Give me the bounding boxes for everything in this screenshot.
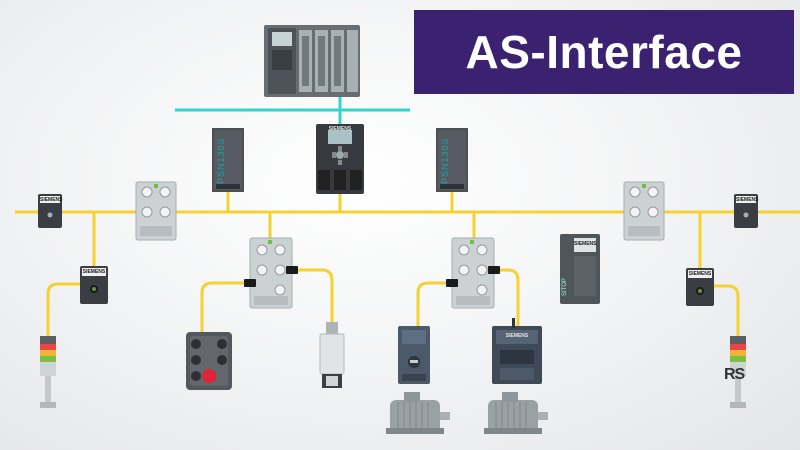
motor-left[interactable] [386,392,450,434]
starter-cable [416,281,452,330]
brand-label-master: SIEMENS [328,126,352,132]
plc-controller[interactable] [264,25,360,97]
motor-contactor[interactable] [492,318,542,384]
watermark-logo: RS [724,366,745,383]
stack-light-left[interactable] [40,336,56,408]
asi-master-module[interactable] [316,124,364,194]
title-banner: AS-Interface [414,10,794,94]
power-supply-left[interactable] [212,128,244,192]
brand-label-contactor: SIEMENS [505,333,529,339]
power-supply-right[interactable] [436,128,468,192]
push-button-station[interactable] [186,332,232,390]
brand-label-sensor-right: SIEMENS [688,271,712,277]
limit-switch[interactable] [319,322,345,388]
stacklight-left-cable [46,282,86,338]
sitop-vertical-label: SITOP [562,278,568,296]
asi-address-unit-right[interactable] [734,194,758,228]
stacklight-right-cable [708,284,740,338]
limit-switch-cable [292,268,334,328]
brand-label-bus-right: SIEMENS [736,197,759,203]
io-module-left-bus[interactable] [135,181,177,241]
asi-address-unit-left[interactable] [38,194,62,228]
contactor-cable [496,268,520,330]
motor-right[interactable] [484,392,548,434]
brand-label-sitop: SIEMENS [574,241,597,247]
pushbutton-cable [200,281,250,332]
brand-label-sensor-left: SIEMENS [82,269,106,275]
sitop-power-supply[interactable] [560,234,600,304]
sensor-module-right[interactable] [686,268,714,306]
psu-left-label: PSN130S [216,137,226,184]
brand-label-bus-left: SIEMENS [40,197,63,203]
io-module-right[interactable] [446,237,500,309]
sensor-module-left[interactable] [80,266,108,304]
io-module-right-bus[interactable] [623,181,665,241]
motor-starter[interactable] [398,326,430,384]
psu-right-label: PSN130S [440,137,450,184]
io-module-left[interactable] [244,237,298,309]
stack-light-right[interactable] [730,336,746,408]
